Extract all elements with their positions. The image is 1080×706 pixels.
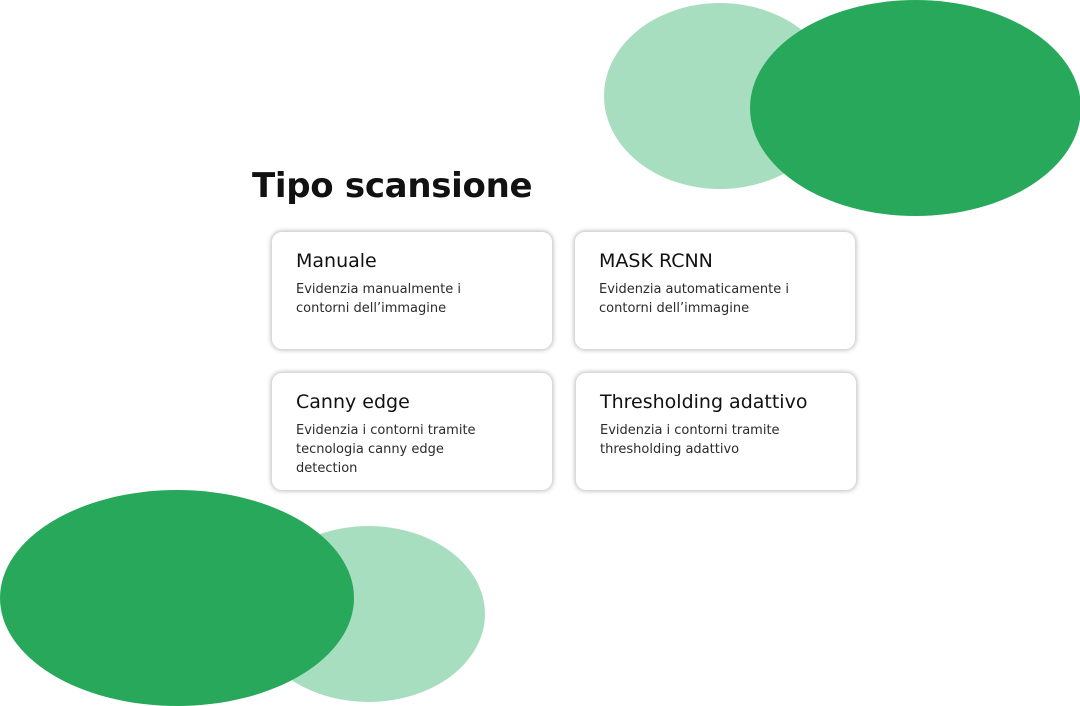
- option-card-manuale[interactable]: Manuale Evidenzia manualmente i contorni…: [271, 231, 553, 350]
- option-card-title: MASK RCNN: [599, 249, 831, 273]
- option-card-mask-rcnn[interactable]: MASK RCNN Evidenzia automaticamente i co…: [574, 231, 856, 350]
- option-card-description: Evidenzia manualmente i contorni dell’im…: [296, 280, 501, 318]
- option-card-description: Evidenzia automaticamente i contorni del…: [599, 280, 804, 318]
- option-card-description: Evidenzia i contorni tramite thresholdin…: [600, 421, 805, 459]
- decorative-circle-dark-bottom: [0, 490, 354, 706]
- option-card-description: Evidenzia i contorni tramite tecnologia …: [296, 421, 501, 478]
- decorative-circle-dark-top: [750, 0, 1080, 216]
- page-title: Tipo scansione: [252, 166, 532, 206]
- option-card-canny-edge[interactable]: Canny edge Evidenzia i contorni tramite …: [271, 372, 553, 491]
- option-card-title: Manuale: [296, 249, 528, 273]
- option-card-thresholding-adattivo[interactable]: Thresholding adattivo Evidenzia i contor…: [575, 372, 857, 491]
- option-card-title: Canny edge: [296, 390, 528, 414]
- option-card-title: Thresholding adattivo: [600, 390, 832, 414]
